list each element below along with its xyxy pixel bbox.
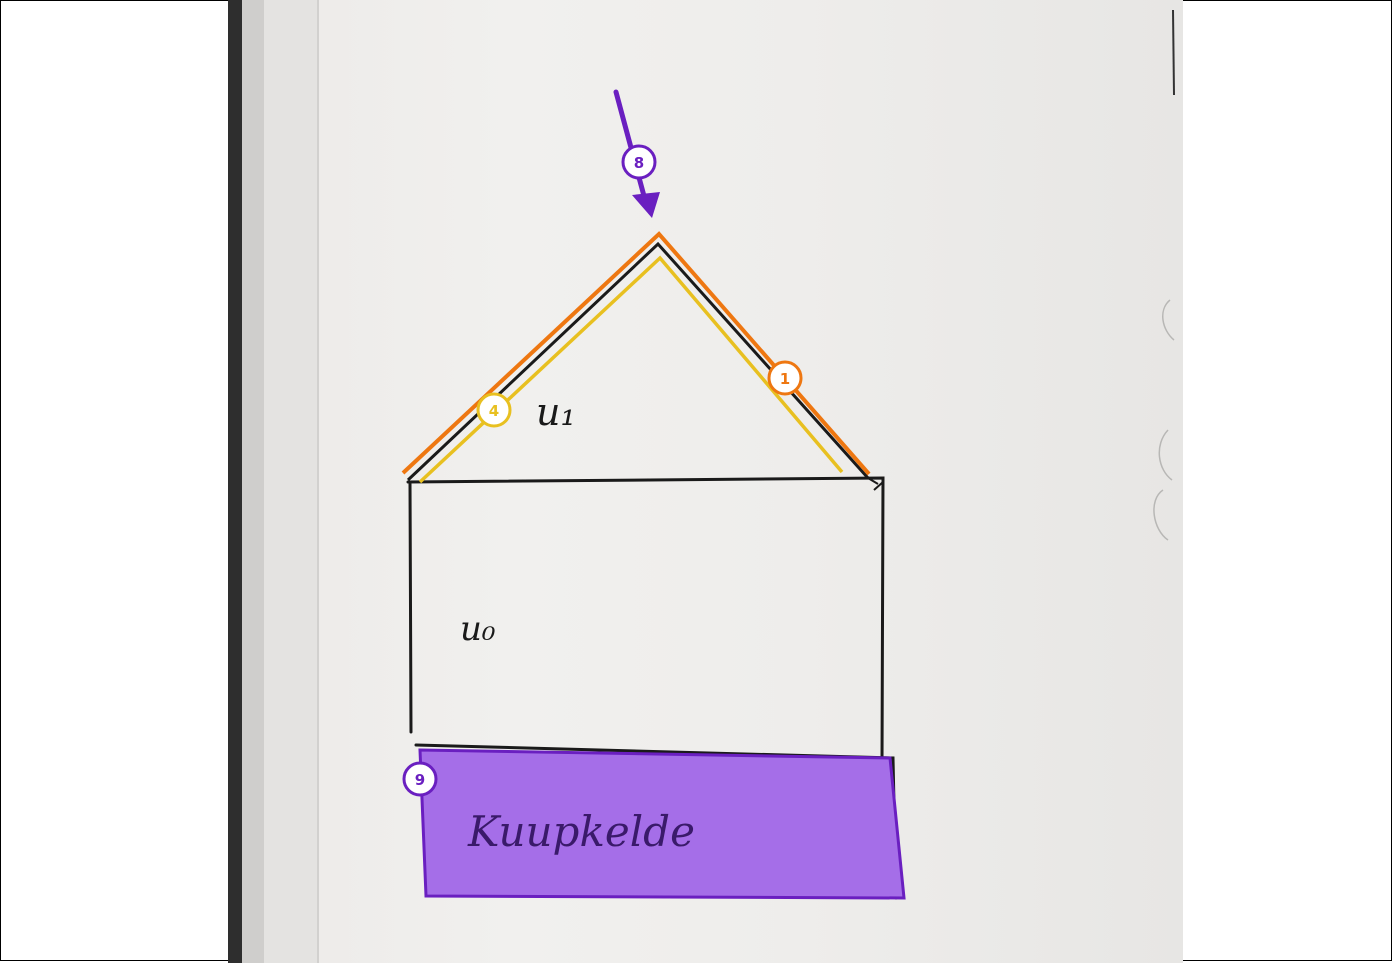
badge-1: 1 [769, 362, 801, 394]
roof-label: u₁ [536, 390, 576, 434]
page-edge-shadow [242, 0, 264, 963]
photo: u₁ u₀ Kuupkelde 8 1 4 9 [228, 0, 1183, 963]
binding-shadow [228, 0, 242, 963]
apex-arrow-shaft [616, 92, 644, 196]
badge-4-label: 4 [489, 402, 499, 420]
faint-pencil-marks [1154, 300, 1174, 540]
body-label: u₀ [460, 609, 496, 649]
badge-4: 4 [478, 394, 510, 426]
sketch-canvas: u₁ u₀ Kuupkelde 8 1 4 9 [228, 0, 1183, 963]
orange-roof-highlight [403, 234, 869, 474]
apex-arrow-head [632, 192, 660, 218]
roof-corner-tick [868, 478, 883, 490]
badge-9-label: 9 [415, 771, 425, 789]
badge-8: 8 [623, 146, 655, 178]
base-label: Kuupkelde [467, 807, 695, 856]
badge-9: 9 [404, 763, 436, 795]
badge-1-label: 1 [780, 370, 790, 388]
badge-8-label: 8 [634, 154, 644, 172]
page-edge [264, 0, 318, 963]
margin-stroke [1173, 10, 1174, 95]
